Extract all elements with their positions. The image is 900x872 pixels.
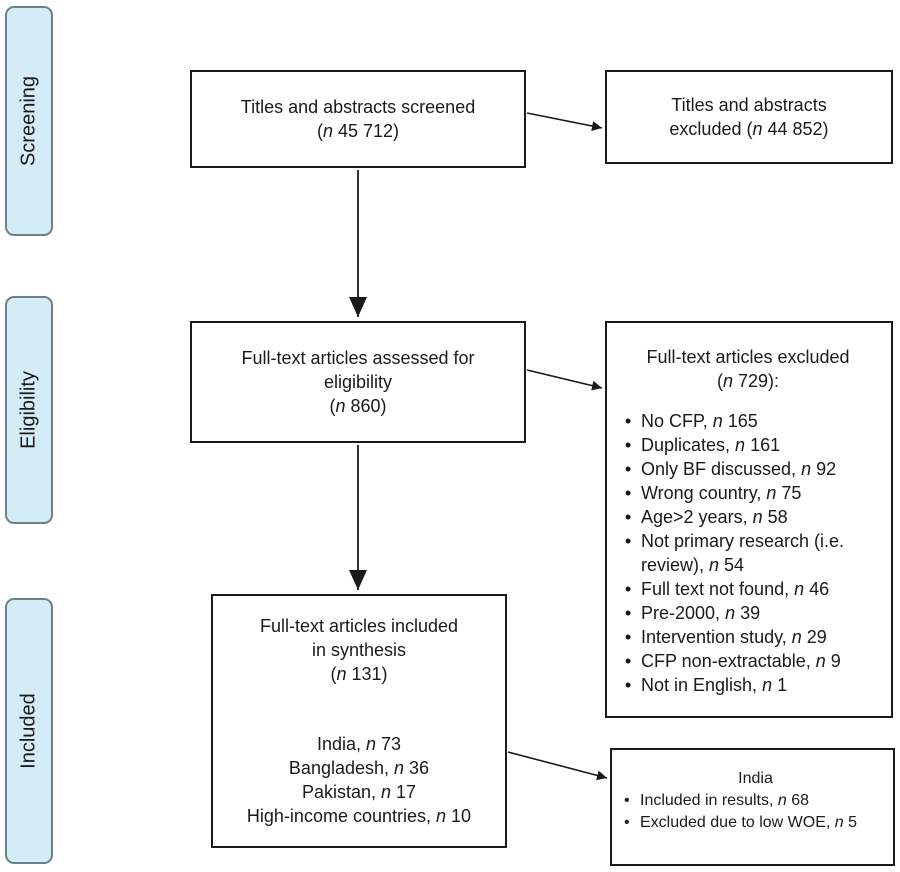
screened-excluded-line2: excluded (n 44 852) <box>669 119 829 139</box>
assessed-line1: Full-text articles assessed for <box>241 348 475 368</box>
list-item: Age>2 years, n 58 <box>623 505 883 529</box>
arrow-screened-to-excluded <box>526 112 603 131</box>
india-title: India <box>738 770 773 787</box>
included-line3: (n 131) <box>330 664 388 684</box>
included-box: Full-text articles included in synthesis… <box>211 594 507 848</box>
screened-line1: Titles and abstracts screened <box>240 97 476 117</box>
country-high-income: High-income countries, n 10 <box>246 806 472 826</box>
fulltext-excluded-title2: (n 729): <box>716 371 780 391</box>
assessed-line2: eligibility <box>323 372 393 392</box>
fulltext-excluded-title1: Full-text articles excluded <box>646 347 850 367</box>
india-box: India Included in results, n 68 Excluded… <box>610 748 895 866</box>
list-item: Duplicates, n 161 <box>623 433 883 457</box>
screened-line2: (n 45 712) <box>316 121 400 141</box>
list-item: Not primary research (i.e. review), n 54 <box>623 529 883 577</box>
fulltext-excluded-list: No CFP, n 165 Duplicates, n 161 Only BF … <box>623 409 883 697</box>
country-india: India, n 73 <box>316 734 402 754</box>
screened-excluded-box: Titles and abstracts excluded (n 44 852) <box>605 70 893 164</box>
arrow-included-to-india <box>507 751 608 781</box>
included-line2: in synthesis <box>311 640 407 660</box>
arrow-assessed-to-excluded <box>526 369 603 391</box>
screened-excluded-line1: Titles and abstracts <box>671 95 827 115</box>
list-item: CFP non-extractable, n 9 <box>623 649 883 673</box>
list-item: Excluded due to low WOE, n 5 <box>622 812 889 834</box>
list-item: No CFP, n 165 <box>623 409 883 433</box>
phase-included: Included <box>5 598 53 864</box>
list-item: Intervention study, n 29 <box>623 625 883 649</box>
assessed-box: Full-text articles assessed for eligibil… <box>190 321 526 443</box>
included-line1: Full-text articles included <box>259 616 459 636</box>
country-pakistan: Pakistan, n 17 <box>301 782 417 802</box>
assessed-line3: (n 860) <box>329 396 387 416</box>
fulltext-excluded-box: Full-text articles excluded (n 729): No … <box>605 321 893 718</box>
phase-eligibility: Eligibility <box>5 296 53 524</box>
phase-screening: Screening <box>5 6 53 236</box>
list-item: Pre-2000, n 39 <box>623 601 883 625</box>
included-countries: India, n 73 Bangladesh, n 36 Pakistan, n… <box>213 732 505 828</box>
screened-box: Titles and abstracts screened (n 45 712) <box>190 70 526 168</box>
list-item: Full text not found, n 46 <box>623 577 883 601</box>
list-item: Wrong country, n 75 <box>623 481 883 505</box>
country-bangladesh: Bangladesh, n 36 <box>288 758 430 778</box>
list-item: Included in results, n 68 <box>622 790 889 812</box>
india-list: Included in results, n 68 Excluded due t… <box>622 790 889 834</box>
list-item: Only BF discussed, n 92 <box>623 457 883 481</box>
list-item: Not in English, n 1 <box>623 673 883 697</box>
